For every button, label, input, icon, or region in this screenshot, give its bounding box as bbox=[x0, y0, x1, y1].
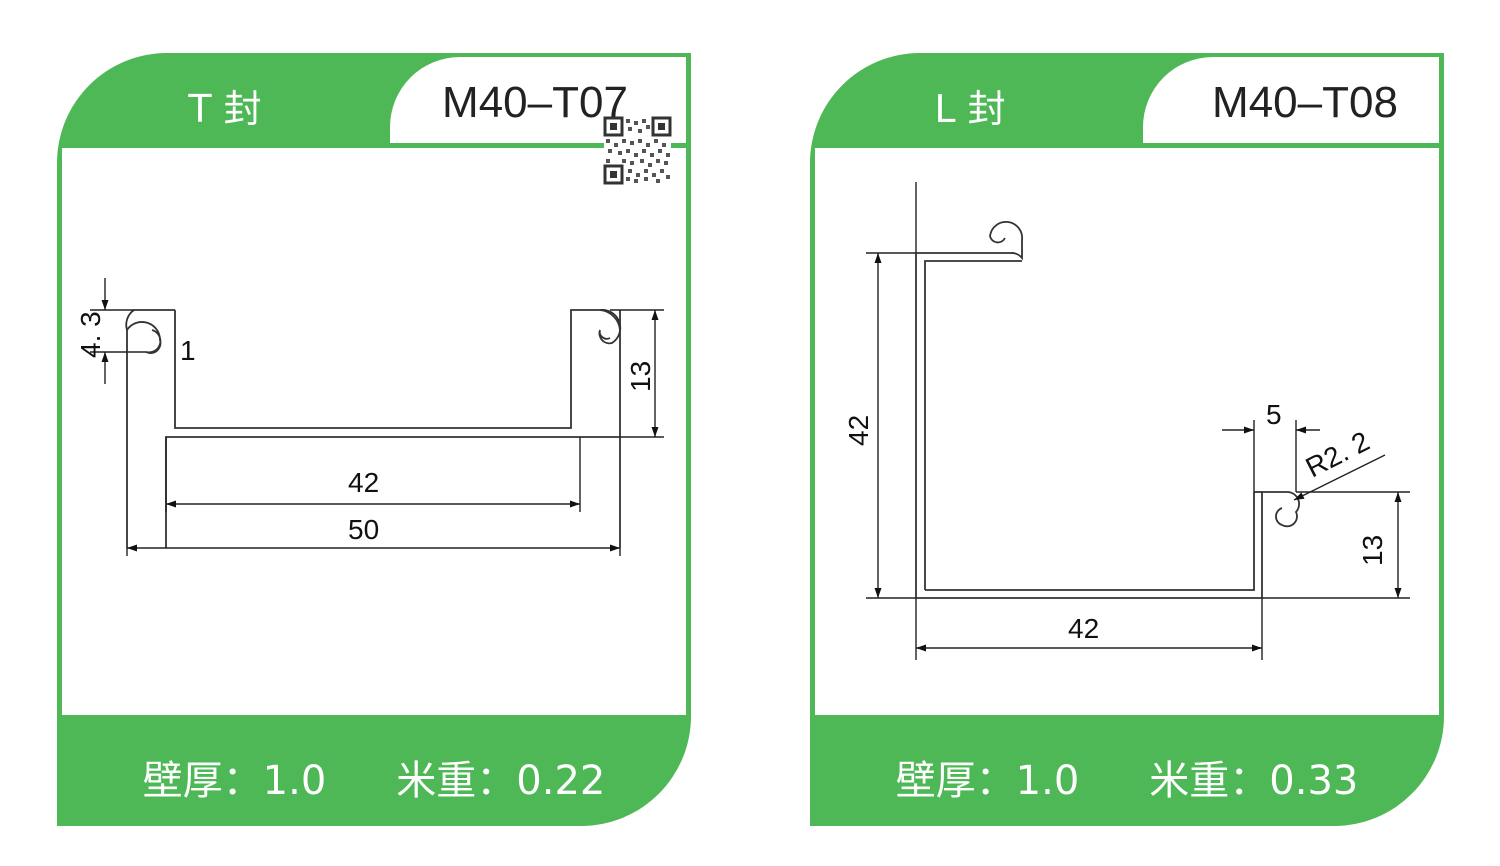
wall-label: 壁厚： bbox=[895, 758, 1016, 804]
t-seal-dimensions bbox=[90, 278, 664, 556]
dim-42-horizontal: 42 bbox=[1068, 613, 1099, 644]
profile-name: L 封 bbox=[934, 87, 1006, 131]
dim-5: 5 bbox=[1266, 399, 1282, 430]
weight-value: 0.33 bbox=[1269, 758, 1359, 804]
profile-card-t07: T 封 M40–T07 壁厚：1.0 米重：0.22 bbox=[57, 53, 691, 826]
spec-footer: 壁厚：1.0 米重：0.22 bbox=[62, 748, 686, 806]
dim-42-vertical: 42 bbox=[843, 415, 874, 446]
spec-footer: 壁厚：1.0 米重：0.33 bbox=[815, 748, 1439, 806]
wall-label: 壁厚： bbox=[142, 758, 263, 804]
weight-value: 0.22 bbox=[516, 758, 606, 804]
drawing-area bbox=[62, 148, 686, 715]
weight-label: 米重： bbox=[1149, 758, 1270, 804]
dim-42: 42 bbox=[348, 467, 379, 498]
dim-radius: R2. 2 bbox=[1301, 425, 1375, 483]
profile-name: T 封 bbox=[188, 87, 262, 131]
dim-50: 50 bbox=[348, 514, 379, 545]
weight-label: 米重： bbox=[396, 758, 517, 804]
profile-code: M40–T08 bbox=[1212, 78, 1398, 127]
l-seal-dimensions bbox=[866, 182, 1410, 660]
dim-4-3: 4. 3 bbox=[75, 311, 106, 358]
t-seal-profile bbox=[125, 308, 622, 548]
drawing-area bbox=[815, 148, 1439, 715]
wall-value: 1.0 bbox=[262, 758, 327, 804]
dim-thickness: 1 bbox=[180, 335, 196, 366]
l-seal-profile bbox=[915, 221, 1300, 599]
profile-code: M40–T07 bbox=[442, 78, 628, 127]
code-box bbox=[1143, 57, 1439, 143]
qr-code-icon bbox=[603, 116, 672, 185]
dim-13: 13 bbox=[625, 361, 656, 392]
wall-value: 1.0 bbox=[1015, 758, 1080, 804]
dim-13: 13 bbox=[1357, 535, 1388, 566]
